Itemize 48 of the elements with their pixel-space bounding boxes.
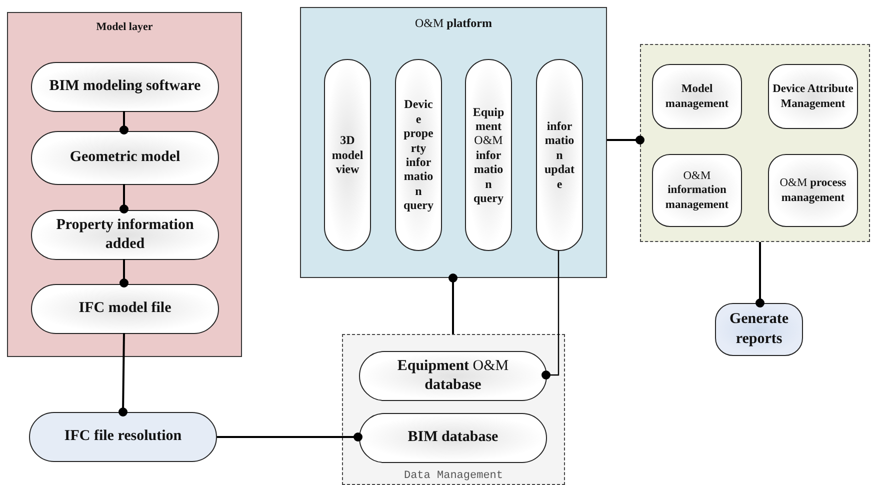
process-pill	[31, 210, 219, 260]
panel-title: Data Management	[402, 470, 504, 482]
node-label: Model management	[664, 82, 730, 111]
node-label: BIM modeling software	[49, 77, 201, 96]
panel-title: O&M platform	[414, 16, 493, 31]
platform-panel	[300, 7, 607, 278]
module-card	[652, 154, 742, 227]
database-pill	[359, 351, 547, 401]
node-label: O&M process management	[778, 176, 848, 205]
connector	[118, 332, 128, 416]
node-label: Device Attribute Management	[772, 82, 854, 111]
connector	[217, 432, 362, 442]
connector	[120, 184, 128, 214]
database-pill	[359, 413, 547, 463]
process-pill	[31, 131, 219, 185]
node-label: Property information added	[55, 216, 195, 254]
connector	[120, 259, 128, 288]
node-label: Geometric model	[70, 148, 180, 168]
report-card	[715, 303, 803, 356]
function-pill	[324, 59, 371, 251]
node-label: IFC file resolution	[64, 427, 182, 446]
process-pill	[31, 284, 219, 334]
data-panel	[342, 334, 565, 485]
node-label: information update	[543, 119, 576, 191]
module-card	[652, 64, 742, 129]
node-label: Device property information query	[402, 97, 434, 213]
module-card	[768, 154, 858, 227]
connector	[607, 136, 644, 144]
connector	[120, 111, 128, 134]
process-pill	[29, 412, 217, 462]
management-panel	[640, 44, 870, 242]
function-pill	[536, 59, 583, 251]
function-pill	[395, 59, 442, 251]
node-label: BIM database	[408, 428, 498, 448]
node-label: Equipment O&M information query	[472, 104, 505, 206]
module-card	[768, 64, 858, 129]
connector	[448, 274, 458, 334]
process-pill	[31, 62, 219, 112]
layer-panel	[7, 12, 242, 357]
node-label: 3D model view	[331, 133, 364, 177]
node-label: O&M information management	[664, 168, 730, 212]
connector	[756, 242, 764, 308]
node-label: Equipment O&M database	[396, 356, 510, 395]
function-pill	[465, 59, 512, 251]
connector	[542, 250, 560, 380]
node-label: IFC model file	[78, 299, 172, 318]
panel-title: Model layer	[95, 21, 154, 33]
node-label: Generate reports	[729, 310, 789, 348]
